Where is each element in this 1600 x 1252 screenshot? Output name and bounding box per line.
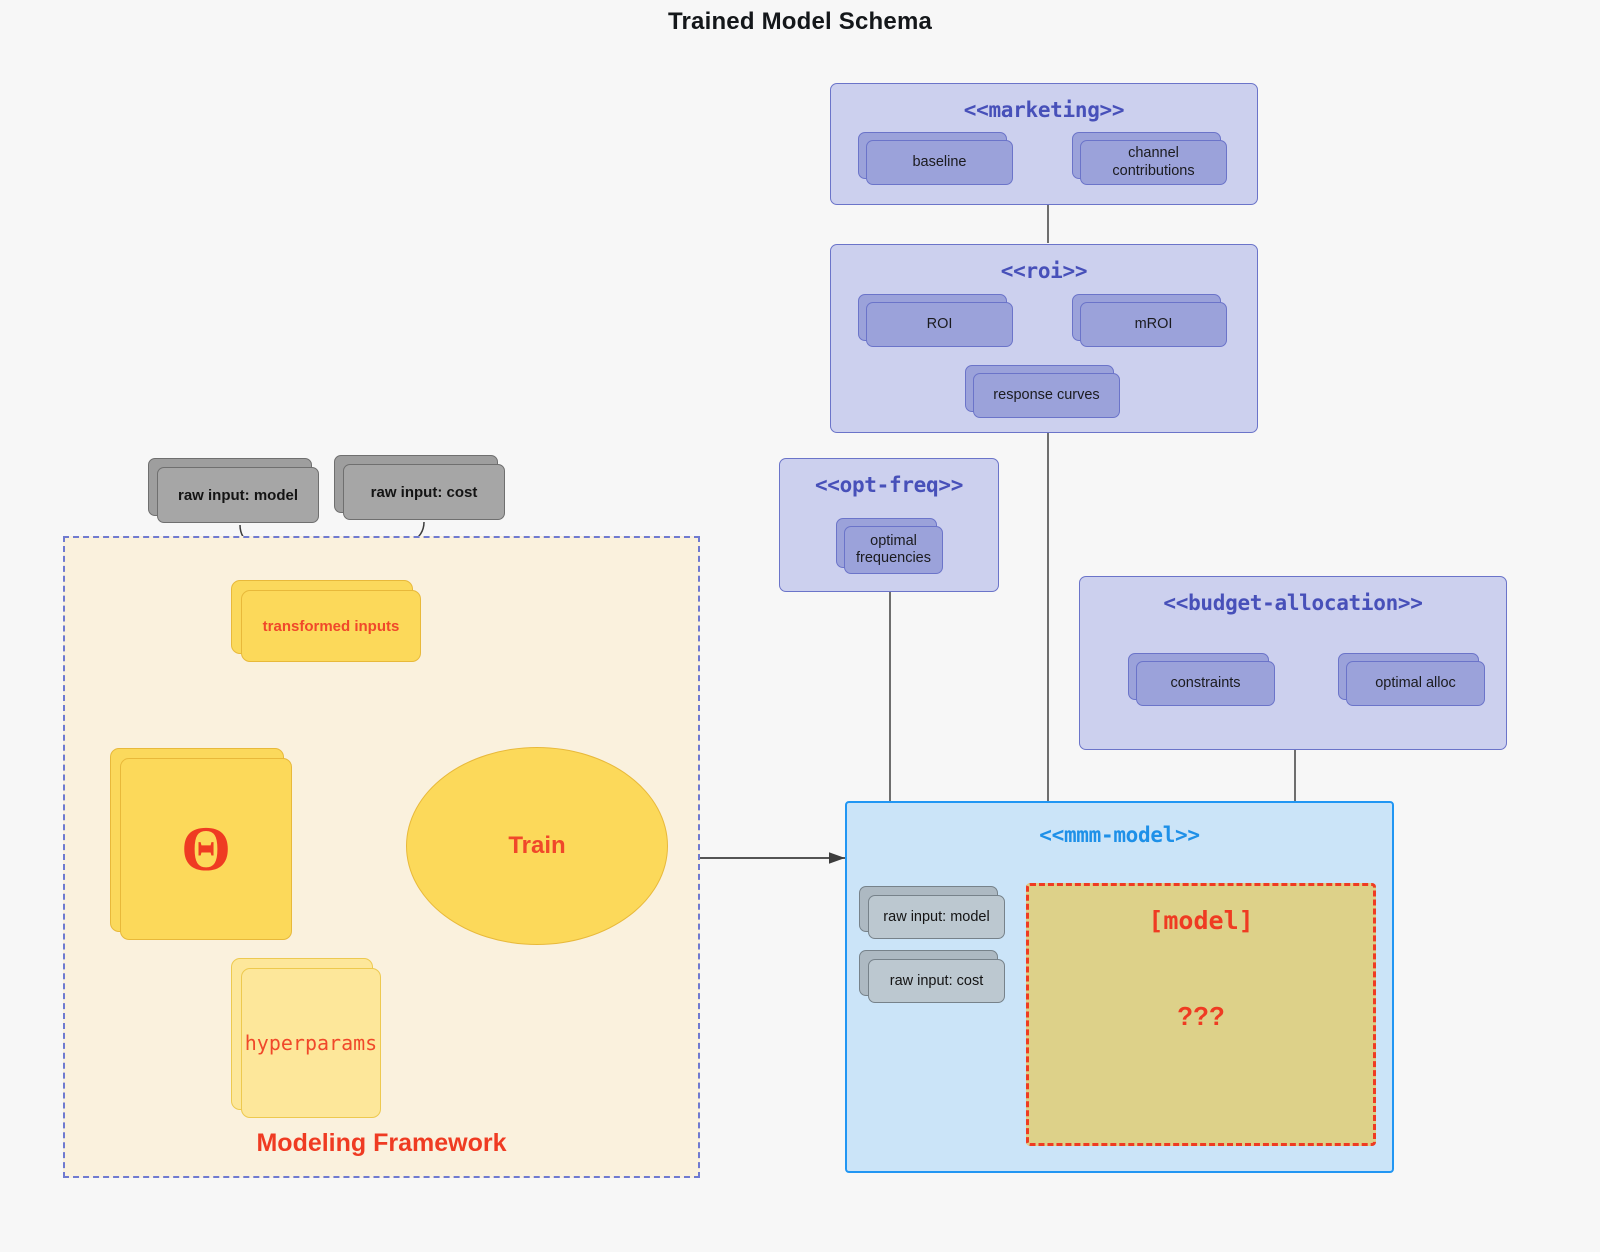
node-channel-contributions[interactable]: channel contributions xyxy=(1072,132,1227,185)
model-unknown-label: ??? xyxy=(1177,1001,1225,1031)
node-transformed-inputs-label: transformed inputs xyxy=(262,617,400,635)
package-marketing-title: <<marketing>> xyxy=(963,98,1125,122)
node-hyperparams[interactable]: hyperparams xyxy=(231,958,381,1118)
train-activity[interactable]: Train xyxy=(406,747,668,945)
node-roi[interactable]: ROI xyxy=(858,294,1013,347)
raw-input-model-label: raw input: model xyxy=(157,467,319,523)
package-roi-title: <<roi>> xyxy=(1000,259,1088,283)
node-response-curves[interactable]: response curves xyxy=(965,365,1120,418)
node-channel-contributions-label: channel contributions xyxy=(1080,140,1227,185)
node-roi-label: ROI xyxy=(866,302,1013,347)
node-mmm-raw-input-model[interactable]: raw input: model xyxy=(859,886,1005,939)
node-optimal-alloc-label: optimal alloc xyxy=(1346,661,1485,706)
node-response-curves-label: response curves xyxy=(973,373,1120,418)
modeling-framework-label: Modeling Framework xyxy=(256,1129,507,1157)
node-theta[interactable]: Θ xyxy=(110,748,292,940)
node-mmm-raw-input-cost[interactable]: raw input: cost xyxy=(859,950,1005,1003)
raw-input-model-card[interactable]: raw input: model xyxy=(148,458,319,523)
node-baseline[interactable]: baseline xyxy=(858,132,1013,185)
node-mroi[interactable]: mROI xyxy=(1072,294,1227,347)
model-placeholder-box[interactable]: [model] ??? xyxy=(1026,883,1376,1146)
page-title: Trained Model Schema xyxy=(667,8,933,35)
node-mroi-label: mROI xyxy=(1080,302,1227,347)
model-name-label: [model] xyxy=(1148,906,1254,935)
package-opt-freq-title: <<opt-freq>> xyxy=(814,473,964,497)
node-optimal-alloc[interactable]: optimal alloc xyxy=(1338,653,1485,706)
train-label: Train xyxy=(508,832,566,859)
node-baseline-label: baseline xyxy=(866,140,1013,185)
node-transformed-inputs[interactable]: transformed inputs xyxy=(231,580,421,662)
node-hyperparams-label: hyperparams xyxy=(244,1031,378,1055)
package-mmm-model-title: <<mmm-model>> xyxy=(1039,823,1200,847)
package-budget-allocation-title: <<budget-allocation>> xyxy=(1163,591,1423,615)
node-constraints[interactable]: constraints xyxy=(1128,653,1275,706)
raw-input-cost-label: raw input: cost xyxy=(343,464,505,520)
theta-symbol-label: Θ xyxy=(181,813,231,884)
node-mmm-raw-input-cost-label: raw input: cost xyxy=(868,959,1005,1003)
node-constraints-label: constraints xyxy=(1136,661,1275,706)
node-mmm-raw-input-model-label: raw input: model xyxy=(868,895,1005,939)
raw-input-cost-card[interactable]: raw input: cost xyxy=(334,455,505,520)
